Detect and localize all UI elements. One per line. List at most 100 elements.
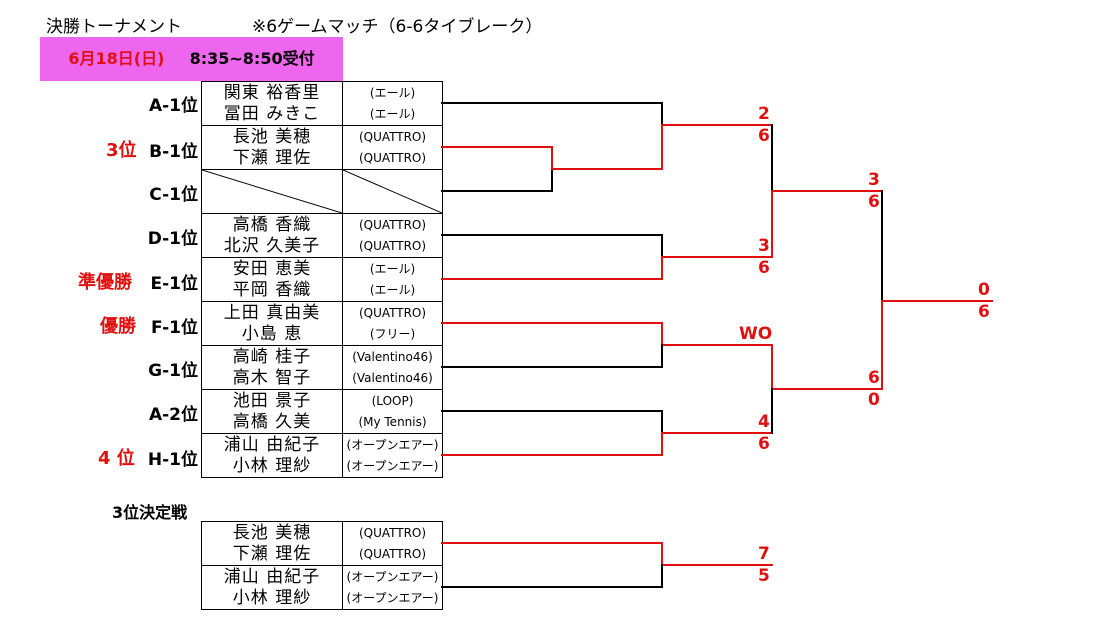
- time-text: 8:35~8:50受付: [189, 49, 315, 68]
- club-names-cell: (エール) (エール): [342, 81, 443, 126]
- player-name: 北沢 久美子: [223, 236, 321, 256]
- bracket-line: [441, 564, 663, 588]
- club-name: (オープンエアー): [346, 570, 439, 584]
- club-names-cell: (QUATTRO) (QUATTRO): [342, 125, 443, 170]
- club-name: (My Tennis): [358, 415, 427, 429]
- score: 7: [758, 544, 770, 564]
- placement-fourth: 4 位: [98, 448, 135, 469]
- score: 5: [758, 566, 770, 586]
- player-name: 池田 景子: [232, 391, 312, 411]
- bracket-line: [441, 322, 773, 346]
- seed-label: C-1位: [149, 185, 198, 205]
- player-names-cell: 浦山 由紀子小林 理紗: [201, 565, 343, 610]
- score: 0: [868, 390, 880, 410]
- bracket-line: [441, 344, 663, 368]
- club-name: (QUATTRO): [358, 306, 427, 320]
- score: 6: [978, 302, 990, 322]
- club-name: (QUATTRO): [358, 218, 427, 232]
- club-name: (エール): [369, 107, 416, 121]
- walkover-label: WO: [739, 324, 773, 344]
- club-names-cell: (Valentino46) (Valentino46): [342, 345, 443, 390]
- club-name: (オープンエアー): [346, 591, 439, 605]
- seed-label: A-2位: [148, 405, 198, 425]
- bracket-line: [441, 410, 663, 434]
- player-names-cell: 長池 美穂下瀬 理佐: [201, 521, 343, 566]
- club-name: (オープンエアー): [346, 438, 439, 452]
- bye-slash: [343, 170, 442, 213]
- club-names-cell: (LOOP) (My Tennis): [342, 389, 443, 434]
- player-name: 下瀬 理佐: [232, 544, 312, 564]
- score: 2: [758, 104, 770, 124]
- player-name: 高木 智子: [232, 368, 312, 388]
- bracket-line: [441, 234, 663, 258]
- player-name: 浦山 由紀子: [223, 567, 321, 587]
- bracket-line: [881, 300, 993, 390]
- club-name: (エール): [369, 283, 416, 297]
- score: 4: [758, 412, 770, 432]
- club-name: (エール): [369, 86, 416, 100]
- date-banner: 6月18日(日) 8:35~8:50受付: [40, 37, 343, 81]
- club-names-cell: (オープンエアー) (オープンエアー): [342, 433, 443, 478]
- placement-runner-up: 準優勝: [78, 272, 132, 293]
- date-text: 6月18日(日): [68, 49, 165, 68]
- club-name: (QUATTRO): [358, 151, 427, 165]
- third-place-label: 3位決定戦: [112, 503, 188, 522]
- bracket-line: [441, 542, 773, 566]
- player-name: 高崎 桂子: [232, 347, 312, 367]
- player-name: 長池 美穂: [232, 127, 312, 147]
- page-title: 決勝トーナメント: [46, 17, 182, 37]
- player-name: 小林 理紗: [232, 588, 312, 608]
- score: 6: [868, 368, 880, 388]
- club-name: (Valentino46): [352, 371, 433, 385]
- score: 6: [758, 258, 770, 278]
- player-names-cell: 上田 真由美小島 恵: [201, 301, 343, 346]
- player-name: 関東 裕香里: [223, 83, 321, 103]
- placement-champion: 優勝: [100, 316, 136, 337]
- score: 6: [868, 192, 880, 212]
- score: 6: [758, 434, 770, 454]
- placement-third: 3位: [106, 140, 137, 161]
- club-name: (QUATTRO): [358, 526, 427, 540]
- club-name: (LOOP): [371, 394, 414, 408]
- player-name: 高橋 久美: [232, 412, 312, 432]
- club-name: (オープンエアー): [346, 459, 439, 473]
- player-names-cell: 高橋 香織北沢 久美子: [201, 213, 343, 258]
- player-name: 上田 真由美: [223, 303, 321, 323]
- seed-label: G-1位: [148, 361, 198, 381]
- player-names-cell: [201, 169, 343, 214]
- player-name: 小林 理紗: [232, 456, 312, 476]
- bracket-line: [441, 256, 773, 280]
- player-name: 高橋 香織: [232, 215, 312, 235]
- bracket-line: [771, 344, 883, 390]
- seed-label: B-1位: [149, 142, 198, 162]
- club-name: (QUATTRO): [358, 239, 427, 253]
- bracket-line: [441, 432, 773, 456]
- seed-label: A-1位: [148, 96, 198, 116]
- club-name: (QUATTRO): [358, 130, 427, 144]
- player-name: 浦山 由紀子: [223, 435, 321, 455]
- player-name: 冨田 みきこ: [223, 104, 321, 124]
- bracket-line: [441, 146, 553, 170]
- match-format: ※6ゲームマッチ（6-6タイブレーク）: [252, 17, 543, 37]
- player-name: 平岡 香織: [232, 280, 312, 300]
- club-name: (Valentino46): [352, 350, 433, 364]
- club-names-cell: (オープンエアー) (オープンエアー): [342, 565, 443, 610]
- club-name: (QUATTRO): [358, 547, 427, 561]
- player-name: 安田 恵美: [232, 259, 312, 279]
- seed-label: D-1位: [147, 229, 198, 249]
- bye-slash: [202, 170, 342, 213]
- club-names-cell: (エール)(エール): [342, 257, 443, 302]
- score: 6: [758, 126, 770, 146]
- player-names-cell: 関東 裕香里冨田 みきこ: [201, 81, 343, 126]
- player-name: 下瀬 理佐: [232, 148, 312, 168]
- player-name: 小島 恵: [241, 324, 303, 344]
- score: 3: [758, 236, 770, 256]
- bracket-line: [551, 124, 773, 170]
- score: 0: [978, 280, 990, 300]
- club-names-cell: (QUATTRO)(フリー): [342, 301, 443, 346]
- player-names-cell: 浦山 由紀子小林 理紗: [201, 433, 343, 478]
- bracket-line: [771, 190, 883, 258]
- seed-label: H-1位: [147, 450, 198, 470]
- bracket-line: [441, 102, 663, 126]
